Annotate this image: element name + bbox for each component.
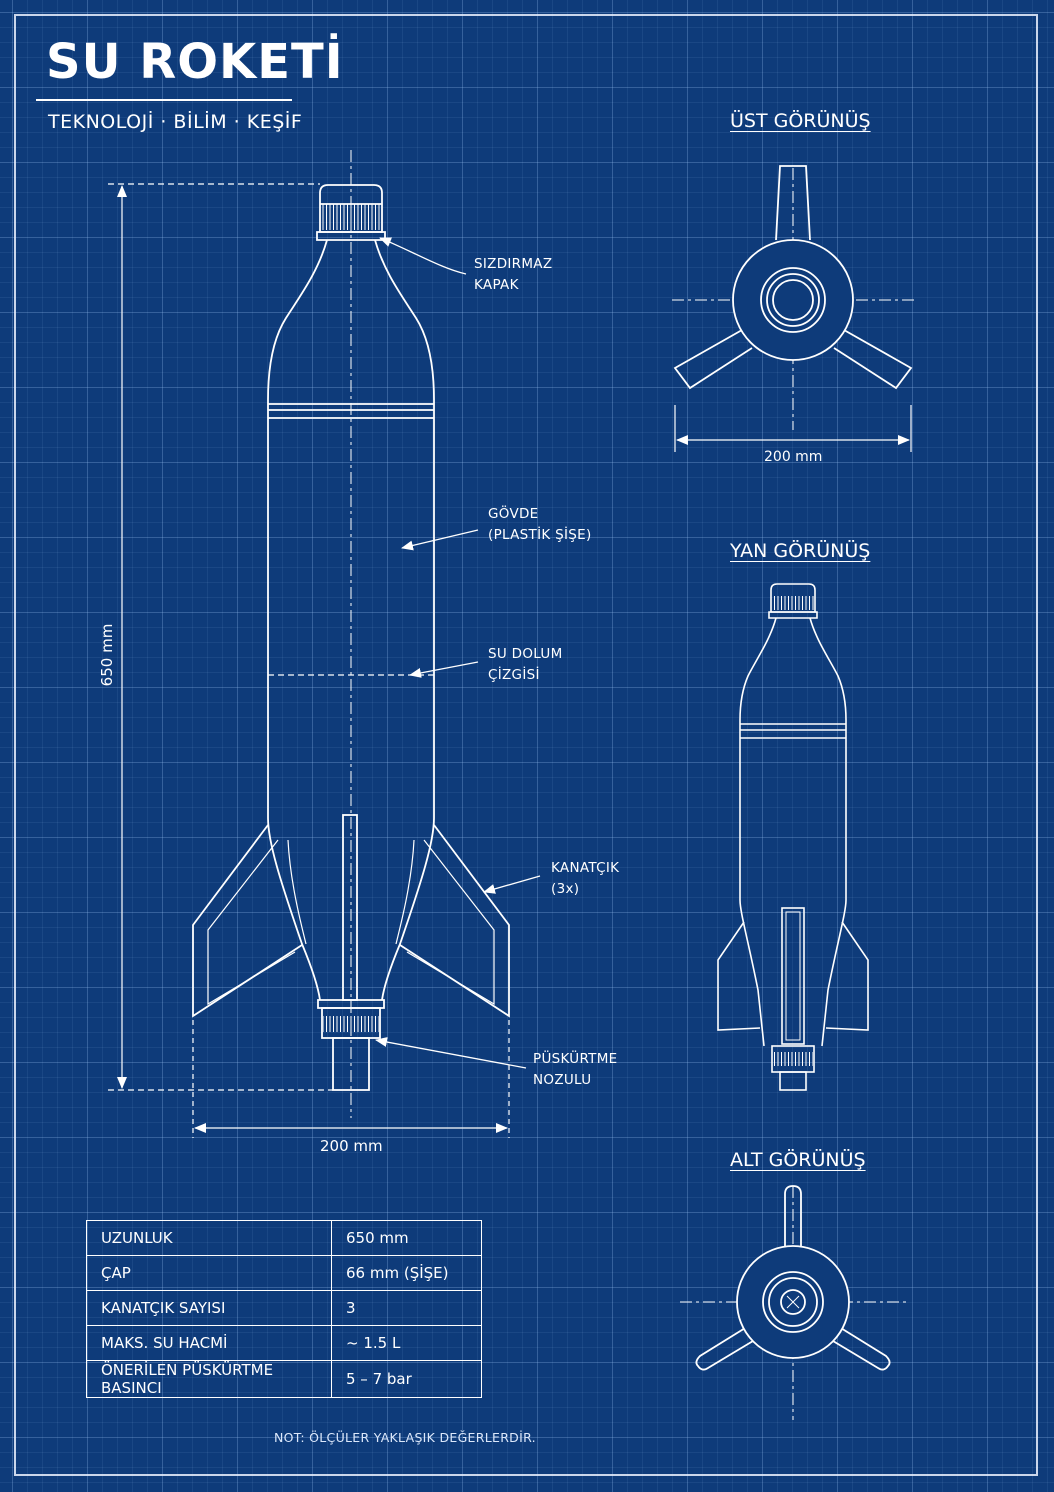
table-row: MAKS. SU HACMİ ~ 1.5 L bbox=[86, 1325, 482, 1361]
spec-label: ÖNERİLEN PÜSKÜRTME BASINCI bbox=[86, 1360, 332, 1398]
main-rocket bbox=[192, 150, 510, 1118]
main-dimensions bbox=[108, 183, 510, 1138]
footnote: NOT: ÖLÇÜLER YAKLAŞIK DEĞERLERDİR. bbox=[274, 1430, 536, 1445]
table-row: ÇAP 66 mm (ŞİŞE) bbox=[86, 1255, 482, 1291]
bottom-view-title: ALT GÖRÜNÜŞ bbox=[730, 1149, 866, 1171]
spec-value: 650 mm bbox=[331, 1220, 482, 1256]
right-fin bbox=[399, 824, 510, 1018]
side-view-title: YAN GÖRÜNÜŞ bbox=[730, 540, 871, 562]
spec-label: ÇAP bbox=[86, 1255, 332, 1291]
table-row: KANATÇIK SAYISI 3 bbox=[86, 1290, 482, 1326]
callout-fins: KANATÇIK (3x) bbox=[551, 860, 620, 897]
main-nozzle-tube bbox=[332, 1037, 370, 1091]
callout-cap: SIZDIRMAZ KAPAK bbox=[474, 256, 553, 293]
spec-value: 3 bbox=[331, 1290, 482, 1326]
sheet-border bbox=[14, 14, 1038, 1476]
callout-water-line: SU DOLUM ÇİZGİSİ bbox=[488, 646, 563, 683]
top-view-width-label: 200 mm bbox=[764, 449, 823, 465]
top-view-title: ÜST GÖRÜNÜŞ bbox=[730, 110, 871, 132]
top-view-drawing bbox=[672, 165, 914, 452]
spec-label: MAKS. SU HACMİ bbox=[86, 1325, 332, 1361]
page-title: SU ROKETİ bbox=[46, 34, 344, 90]
callout-nozzle: PÜSKÜRTME NOZULU bbox=[533, 1051, 618, 1088]
bottom-view-drawing bbox=[680, 1185, 910, 1420]
spec-value: ~ 1.5 L bbox=[331, 1325, 482, 1361]
callout-body: GÖVDE (PLASTİK ŞİŞE) bbox=[488, 506, 592, 543]
launch-tube bbox=[342, 814, 358, 1001]
main-cap bbox=[319, 184, 383, 233]
height-dimension-label: 650 mm bbox=[98, 623, 116, 687]
specs-table: UZUNLUK 650 mm ÇAP 66 mm (ŞİŞE) KANATÇIK… bbox=[86, 1220, 482, 1398]
spec-label: KANATÇIK SAYISI bbox=[86, 1290, 332, 1326]
table-row: ÖNERİLEN PÜSKÜRTME BASINCI 5 – 7 bar bbox=[86, 1360, 482, 1398]
title-underline bbox=[36, 99, 292, 101]
page-subtitle: TEKNOLOJİ · BİLİM · KEŞİF bbox=[48, 111, 303, 133]
spec-value: 66 mm (ŞİŞE) bbox=[331, 1255, 482, 1291]
width-dimension-label: 200 mm bbox=[320, 1137, 383, 1155]
left-fin bbox=[192, 824, 303, 1018]
side-view-drawing bbox=[717, 583, 869, 1091]
table-row: UZUNLUK 650 mm bbox=[86, 1220, 482, 1256]
spec-value: 5 – 7 bar bbox=[331, 1360, 482, 1398]
spec-label: UZUNLUK bbox=[86, 1220, 332, 1256]
callout-leaders bbox=[375, 237, 541, 1069]
